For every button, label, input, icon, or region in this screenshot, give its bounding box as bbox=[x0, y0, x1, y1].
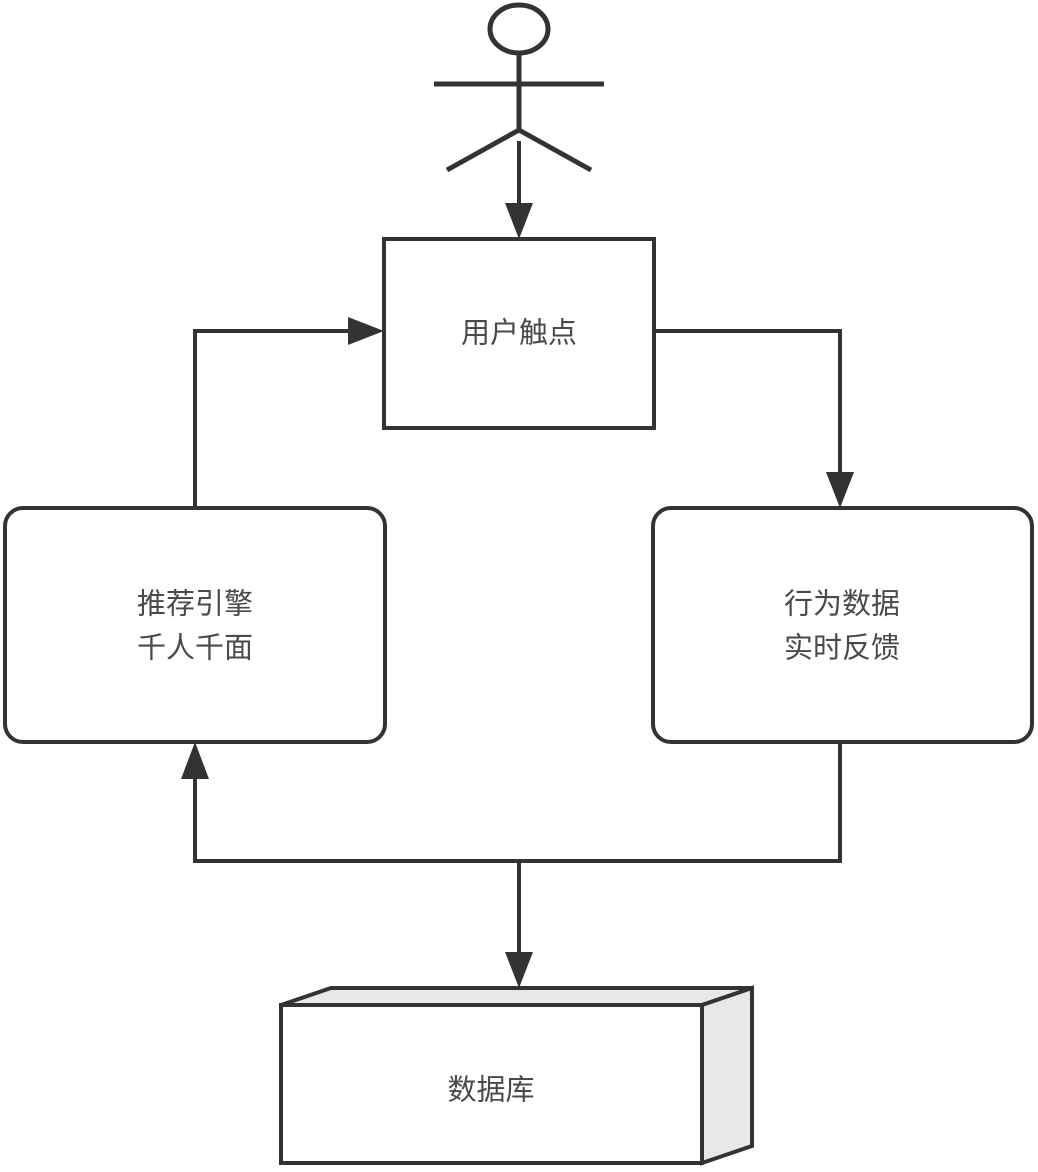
edge-behavior-to-database-arrowhead bbox=[505, 952, 533, 988]
database-node[interactable]: 数据库 bbox=[279, 985, 754, 1166]
edge-actor-to-touchpoint-arrowhead bbox=[505, 203, 533, 239]
edge-database-to-recommender-line bbox=[193, 777, 519, 863]
edge-behavior-to-database-line bbox=[517, 742, 842, 955]
recommendation-engine-label-line2: 千人千面 bbox=[137, 633, 253, 665]
edge-recommender-to-touchpoint-arrowhead bbox=[348, 317, 384, 345]
behavior-data-node[interactable]: 行为数据 实时反馈 bbox=[651, 506, 1034, 744]
database-front-face bbox=[279, 1003, 704, 1165]
edge-recommender-to-touchpoint[interactable] bbox=[193, 317, 384, 508]
edge-touchpoint-to-behavior-line bbox=[654, 329, 842, 474]
user-actor[interactable] bbox=[434, 2, 604, 173]
recommendation-engine-label-line1: 推荐引擎 bbox=[137, 588, 253, 621]
database-side-face bbox=[700, 985, 754, 1166]
user-touchpoint-label: 用户触点 bbox=[461, 317, 577, 350]
recommendation-engine-node[interactable]: 推荐引擎 千人千面 bbox=[3, 506, 387, 744]
edge-touchpoint-to-behavior-arrowhead bbox=[826, 472, 854, 508]
user-touchpoint-box bbox=[382, 237, 656, 430]
recommendation-engine-box bbox=[3, 506, 387, 744]
edge-behavior-to-database[interactable] bbox=[505, 742, 842, 988]
behavior-data-box bbox=[651, 506, 1034, 744]
actor-left-leg-line bbox=[445, 127, 521, 173]
actor-head-icon bbox=[487, 2, 551, 56]
edge-database-to-recommender-arrowhead bbox=[181, 742, 209, 779]
edge-touchpoint-to-behavior[interactable] bbox=[654, 329, 854, 508]
user-touchpoint-node[interactable]: 用户触点 bbox=[382, 237, 656, 430]
actor-right-leg-line bbox=[517, 127, 593, 173]
edge-recommender-to-touchpoint-line bbox=[193, 329, 350, 508]
database-top-face bbox=[280, 986, 753, 1007]
database-label: 数据库 bbox=[447, 1074, 534, 1107]
behavior-data-label-line2: 实时反馈 bbox=[784, 632, 900, 665]
behavior-data-label-line1: 行为数据 bbox=[784, 588, 900, 621]
edge-actor-to-touchpoint[interactable] bbox=[505, 141, 533, 239]
edge-database-to-recommender[interactable] bbox=[181, 742, 519, 863]
